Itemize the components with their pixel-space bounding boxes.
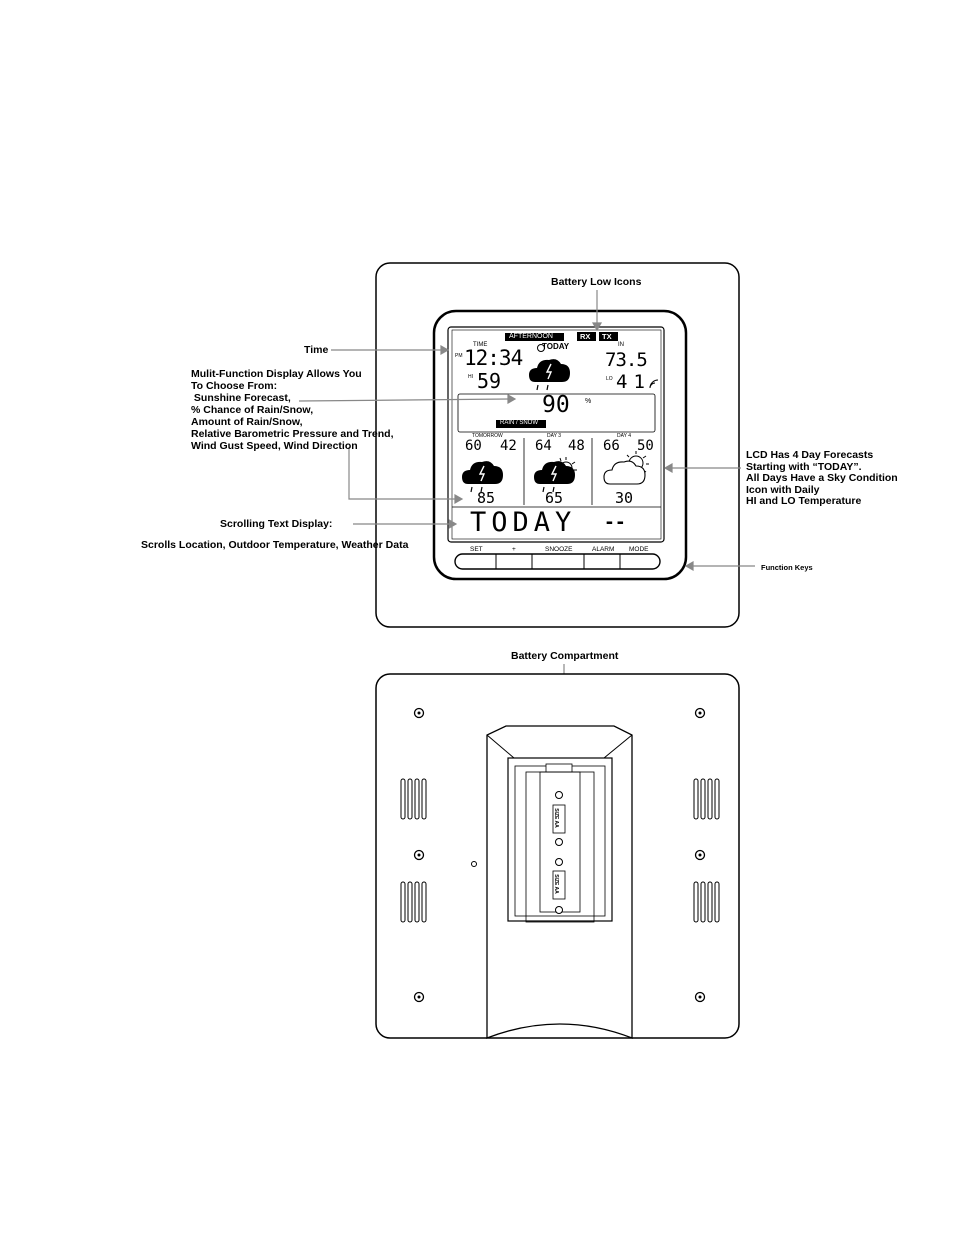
indoor-temp: 73.5 bbox=[605, 349, 648, 371]
callout-line: All Days Have a Sky Condition bbox=[746, 472, 898, 484]
callout-line: Mulit-Function Display Allows You bbox=[191, 368, 362, 380]
rx-label: RX bbox=[580, 332, 591, 341]
time-display: 12:34 bbox=[464, 346, 523, 370]
callout-scrolling: Scrolling Text Display: bbox=[220, 518, 333, 530]
scroll-text: TODAY bbox=[470, 507, 577, 538]
storm-cloud-icon bbox=[529, 359, 570, 391]
lo-temp: 41 bbox=[616, 371, 651, 393]
day2-hi: 60 bbox=[465, 438, 482, 454]
day3-label: DAY 3 bbox=[547, 433, 561, 439]
day2-value: 85 bbox=[477, 489, 496, 507]
day3-hi: 64 bbox=[535, 438, 552, 454]
storm-sun-icon bbox=[534, 457, 577, 493]
storm-cloud-icon-tomorrow bbox=[462, 461, 503, 493]
callout-line: HI and LO Temperature bbox=[746, 495, 862, 507]
callout-line: % Chance of Rain/Snow, bbox=[191, 404, 314, 416]
callout-line: Amount of Rain/Snow, bbox=[191, 416, 303, 428]
callout-battery-low: Battery Low Icons bbox=[551, 276, 642, 288]
day3-lo: 48 bbox=[568, 438, 585, 454]
callout-line: Starting with “TODAY”. bbox=[746, 460, 862, 473]
day2-lo: 42 bbox=[500, 438, 517, 454]
alarm-icon bbox=[537, 344, 545, 352]
callout-time: Time bbox=[304, 344, 329, 356]
percent-unit: % bbox=[585, 398, 592, 405]
battery-label: SIZE AA bbox=[552, 874, 559, 894]
scroll-dash: -- bbox=[604, 512, 626, 533]
tx-badge bbox=[599, 332, 618, 341]
callout-line: To Choose From: bbox=[191, 380, 278, 392]
rx-badge bbox=[577, 332, 596, 341]
lcd-frame bbox=[447, 326, 665, 543]
hi-label: HI bbox=[468, 374, 473, 380]
callout-line: Sunshine Forecast, bbox=[191, 392, 291, 404]
day4-lo: 50 bbox=[637, 438, 654, 454]
afternoon-badge bbox=[505, 333, 564, 341]
mode-key[interactable]: MODE bbox=[629, 546, 649, 553]
in-label: IN bbox=[618, 342, 624, 348]
snooze-key[interactable]: SNOOZE bbox=[545, 546, 573, 553]
callout-line: Icon with Daily bbox=[746, 483, 820, 496]
partly-cloudy-icon bbox=[603, 451, 649, 485]
day4-hi: 66 bbox=[603, 438, 620, 454]
callout-function-keys: Function Keys bbox=[761, 563, 813, 572]
callout-line: Wind Gust Speed, Wind Direction bbox=[191, 440, 358, 452]
callout-multi-function: Mulit-Function Display Allows You To Cho… bbox=[191, 368, 394, 452]
day3-value: 65 bbox=[545, 489, 564, 507]
day4-value: 30 bbox=[615, 489, 634, 507]
set-key[interactable]: SET bbox=[470, 546, 483, 553]
rain-snow-label: RAIN / SNOW bbox=[500, 420, 539, 426]
day4-label: DAY 4 bbox=[617, 433, 631, 439]
battery-label: SIZE AA bbox=[552, 808, 559, 828]
lo-label: LO bbox=[606, 376, 613, 382]
callout-battery-compartment: Battery Compartment bbox=[511, 650, 619, 662]
today-label: TODAY bbox=[542, 342, 570, 351]
callout-scrolls: Scrolls Location, Outdoor Temperature, W… bbox=[141, 539, 409, 551]
day2-label: TOMORROW bbox=[472, 433, 503, 439]
plus-key[interactable]: + bbox=[512, 546, 516, 553]
tx-label: TX bbox=[602, 332, 612, 341]
callout-line: LCD Has 4 Day Forecasts bbox=[746, 449, 874, 461]
callout-lcd-forecast: LCD Has 4 Day Forecasts Starting with “T… bbox=[746, 449, 898, 508]
callout-line: Relative Barometric Pressure and Trend, bbox=[191, 428, 394, 440]
signal-icon bbox=[649, 379, 659, 389]
pm-label: PM bbox=[455, 353, 463, 359]
percent-value: 90 bbox=[542, 392, 570, 418]
afternoon-label: AFTERNOON bbox=[509, 333, 553, 340]
hi-temp: 59 bbox=[477, 369, 502, 393]
rain-snow-badge bbox=[496, 420, 546, 428]
key-strip bbox=[454, 553, 661, 570]
time-label: TIME bbox=[473, 342, 488, 348]
alarm-key[interactable]: ALARM bbox=[592, 546, 615, 553]
vent-slots bbox=[400, 778, 720, 923]
